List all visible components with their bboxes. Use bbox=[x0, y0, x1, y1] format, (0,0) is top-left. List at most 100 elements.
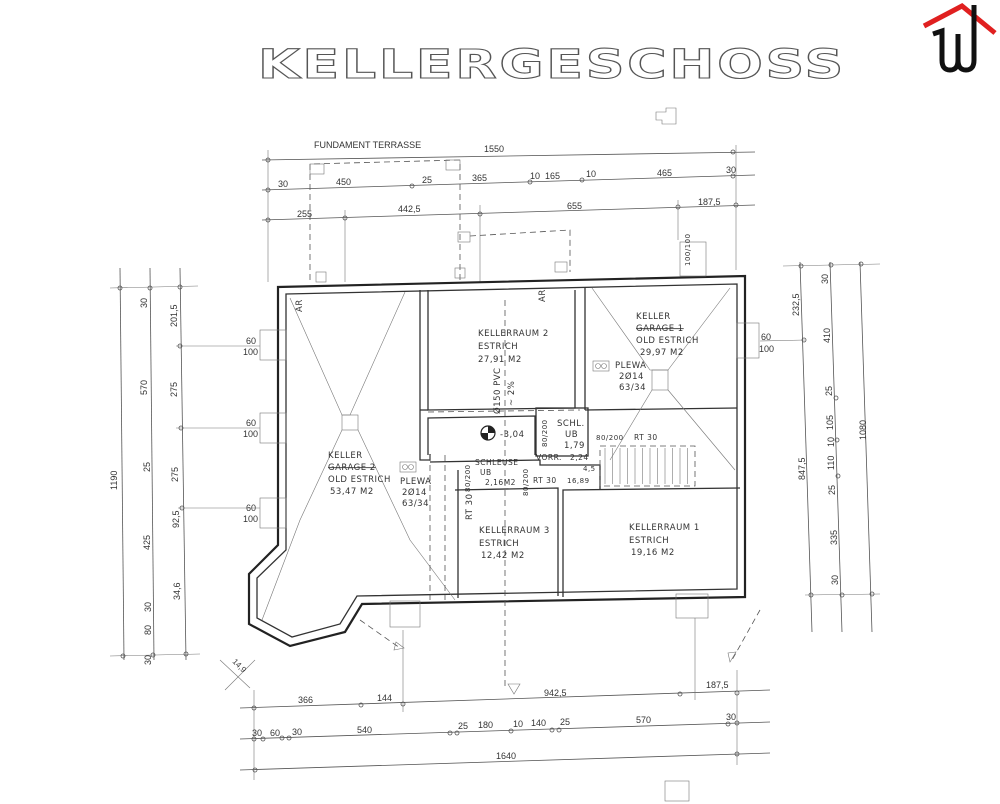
dim-label: 847,5 bbox=[797, 457, 807, 480]
plewa-size: 2Ø14 bbox=[402, 487, 427, 498]
dim-label: 10 bbox=[586, 169, 596, 179]
room-area: 19,16 M2 bbox=[631, 548, 675, 558]
dim-label: 10 bbox=[530, 171, 540, 181]
window-width: 60 bbox=[761, 332, 771, 342]
dim-label: 30 bbox=[726, 712, 736, 722]
room-vorraum: VORR. 2,24 16,89 4,5 bbox=[536, 453, 596, 485]
dim-label: 25 bbox=[824, 386, 834, 396]
dim-label: 442,5 bbox=[398, 204, 421, 214]
dim-label: 365 bbox=[472, 173, 487, 183]
dim-label: 30 bbox=[820, 274, 830, 284]
room-floor: OLD ESTRICH bbox=[328, 475, 391, 485]
room-floor: UB bbox=[480, 468, 492, 477]
room-floor: UB bbox=[565, 430, 578, 440]
room-floor: OLD ESTRICH bbox=[636, 336, 699, 346]
dim-label: 30 bbox=[139, 298, 149, 308]
dim-label: 10 bbox=[826, 437, 836, 447]
room-name: SCHLEUSE bbox=[475, 458, 519, 467]
marker-icon bbox=[655, 107, 677, 125]
plan-title: KELLERGESCHOSS bbox=[258, 42, 846, 88]
room-floor: ESTRICH bbox=[478, 342, 518, 352]
room-name: KELLERRAUM 3 bbox=[479, 526, 550, 536]
plewa-dim: 63/34 bbox=[402, 499, 429, 509]
dim-label: 465 bbox=[657, 168, 672, 178]
dim-label: 25 bbox=[560, 717, 570, 727]
dim-label: 570 bbox=[139, 380, 149, 395]
room-area: 53,47 M2 bbox=[330, 487, 374, 497]
room-kellerraum-1: KELLERRAUM 1 ESTRICH 19,16 M2 bbox=[629, 523, 700, 558]
dim-label: 570 bbox=[636, 715, 651, 725]
window-height: 100 bbox=[243, 429, 258, 439]
dim-label: 80 bbox=[143, 625, 153, 635]
dim-label: 10 bbox=[513, 719, 523, 729]
fundament-label: FUNDAMENT TERRASSE bbox=[314, 140, 421, 150]
room-area: 1,79 bbox=[564, 441, 585, 451]
pipe-label: Ø150 PVC bbox=[492, 368, 503, 415]
room-name: VORR. bbox=[536, 453, 562, 462]
dimensions-left-labels: 1190 30 570 25 425 30 80 30 201,5 275 27… bbox=[109, 298, 182, 665]
dim-label: 232,5 bbox=[791, 293, 801, 316]
room-name: KELLERRAUM 1 bbox=[629, 523, 700, 533]
plewa-label: PLEWA bbox=[615, 361, 647, 371]
dimensions-bottom-labels: 366 144 942,5 187,5 30 60 30 540 25 180 … bbox=[252, 680, 736, 761]
window-width: 60 bbox=[246, 336, 256, 346]
dim-label: 410 bbox=[822, 328, 832, 343]
company-logo bbox=[922, 3, 997, 73]
dim-label: 30 bbox=[830, 575, 840, 585]
dim-label: 1550 bbox=[484, 144, 504, 154]
plewa-1: PLEWA 2Ø14 63/34 bbox=[615, 361, 647, 393]
dim-label: 1640 bbox=[496, 751, 516, 761]
dim-label: 1190 bbox=[109, 471, 119, 490]
rt-label: RT 30 bbox=[465, 494, 475, 521]
dim-label: 540 bbox=[357, 725, 372, 735]
room-name: SCHL. bbox=[557, 419, 585, 429]
dim-label: 60 bbox=[270, 728, 280, 738]
window-height: 100 bbox=[243, 347, 258, 357]
room-floor: ESTRICH bbox=[479, 539, 519, 549]
stair-height: 4,5 bbox=[583, 465, 596, 473]
room-area: 27,91 M2 bbox=[478, 355, 522, 365]
ar-label: AR bbox=[295, 299, 305, 312]
door-label: 80/200 bbox=[464, 464, 472, 492]
plewa-size: 2Ø14 bbox=[619, 371, 644, 382]
dim-label: 1080 bbox=[858, 420, 868, 440]
window-height: 100 bbox=[759, 344, 774, 354]
dim-label: 25 bbox=[458, 721, 468, 731]
dim-label: 30 bbox=[143, 655, 153, 665]
room-kellerraum-2: KELLERRAUM 2 ESTRICH 27,91 M2 bbox=[478, 329, 548, 365]
door-label: 80/200 bbox=[541, 419, 549, 447]
dim-label: 201,5 bbox=[169, 304, 179, 327]
dim-label: 180 bbox=[478, 720, 493, 730]
room-keller-garage-1: KELLER GARAGE 1 OLD ESTRICH 29,97 M2 bbox=[636, 312, 699, 358]
dimensions-right bbox=[759, 261, 881, 633]
dimensions-bottom bbox=[239, 618, 771, 780]
window-width: 60 bbox=[246, 418, 256, 428]
room-name: KELLER bbox=[328, 451, 363, 461]
room-area: 12,42 M2 bbox=[481, 551, 525, 561]
plewa-dim: 63/34 bbox=[619, 383, 646, 393]
room-schleuse: SCHLEUSE UB 2,16M2 bbox=[475, 458, 519, 487]
dim-label: 30 bbox=[726, 165, 736, 175]
dim-label: 942,5 bbox=[544, 688, 567, 698]
room-schl: SCHL. UB 1,79 bbox=[557, 419, 585, 451]
dim-label: 92,5 bbox=[171, 510, 181, 528]
dim-label: 144 bbox=[377, 693, 392, 703]
dim-label: 366 bbox=[298, 695, 313, 705]
stair-count: 16,89 bbox=[567, 477, 590, 485]
room-old-name: GARAGE 2 bbox=[328, 463, 376, 473]
plewa-2: PLEWA 2Ø14 63/34 bbox=[400, 477, 431, 509]
rt-label: RT 30 bbox=[634, 433, 658, 442]
building-walls bbox=[247, 241, 760, 648]
window-label: 100/100 bbox=[684, 233, 692, 266]
room-floor: ESTRICH bbox=[629, 536, 669, 546]
door-label: 80/200 bbox=[596, 434, 624, 442]
garage-hatch-lines bbox=[261, 287, 736, 690]
dim-label: 255 bbox=[297, 209, 312, 219]
ar-label: AR bbox=[538, 289, 548, 302]
dim-label: 655 bbox=[567, 201, 582, 211]
room-area: 2,24 bbox=[570, 453, 589, 462]
level-label: -3,04 bbox=[500, 430, 525, 440]
dim-label: 105 bbox=[825, 415, 835, 430]
window-height: 100 bbox=[243, 514, 258, 524]
